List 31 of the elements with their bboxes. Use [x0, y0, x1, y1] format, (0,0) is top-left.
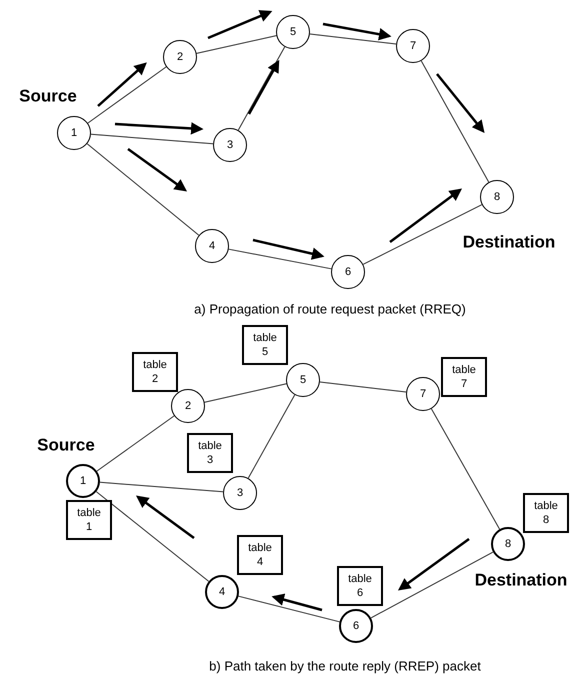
link-line — [420, 60, 490, 183]
routing-table-box: table 3 — [187, 433, 233, 473]
routing-table-box: table 2 — [132, 352, 178, 392]
routing-table-box: table 7 — [441, 357, 487, 397]
link-line — [248, 394, 296, 479]
link-line — [362, 204, 482, 265]
link-line — [196, 35, 277, 54]
role-label: Destination — [462, 231, 556, 254]
link-line — [238, 46, 286, 131]
routing-table-box: table 8 — [523, 493, 569, 533]
role-label: Destination — [474, 569, 568, 592]
routing-table-box: table 1 — [66, 500, 112, 540]
link-line — [228, 248, 332, 270]
link-line — [309, 33, 397, 45]
figure-caption: b) Path taken by the route reply (RREP) packet — [209, 657, 481, 675]
role-label: Source — [37, 434, 95, 456]
routing-table-box: table 6 — [337, 566, 383, 606]
link-line — [238, 596, 340, 622]
role-label: Source — [19, 85, 77, 108]
figure-caption: a) Propagation of route request packet (RREQ) — [194, 300, 466, 318]
link-line — [96, 415, 175, 472]
link-line — [99, 482, 224, 492]
link-line — [96, 491, 210, 582]
link-line — [430, 408, 500, 530]
link-line — [86, 143, 200, 236]
link-line — [319, 381, 407, 393]
link-line — [87, 66, 167, 124]
link-line — [90, 134, 214, 144]
routing-table-box: table 4 — [237, 535, 283, 575]
routing-table-box: table 5 — [242, 325, 288, 365]
link-line — [204, 383, 287, 403]
